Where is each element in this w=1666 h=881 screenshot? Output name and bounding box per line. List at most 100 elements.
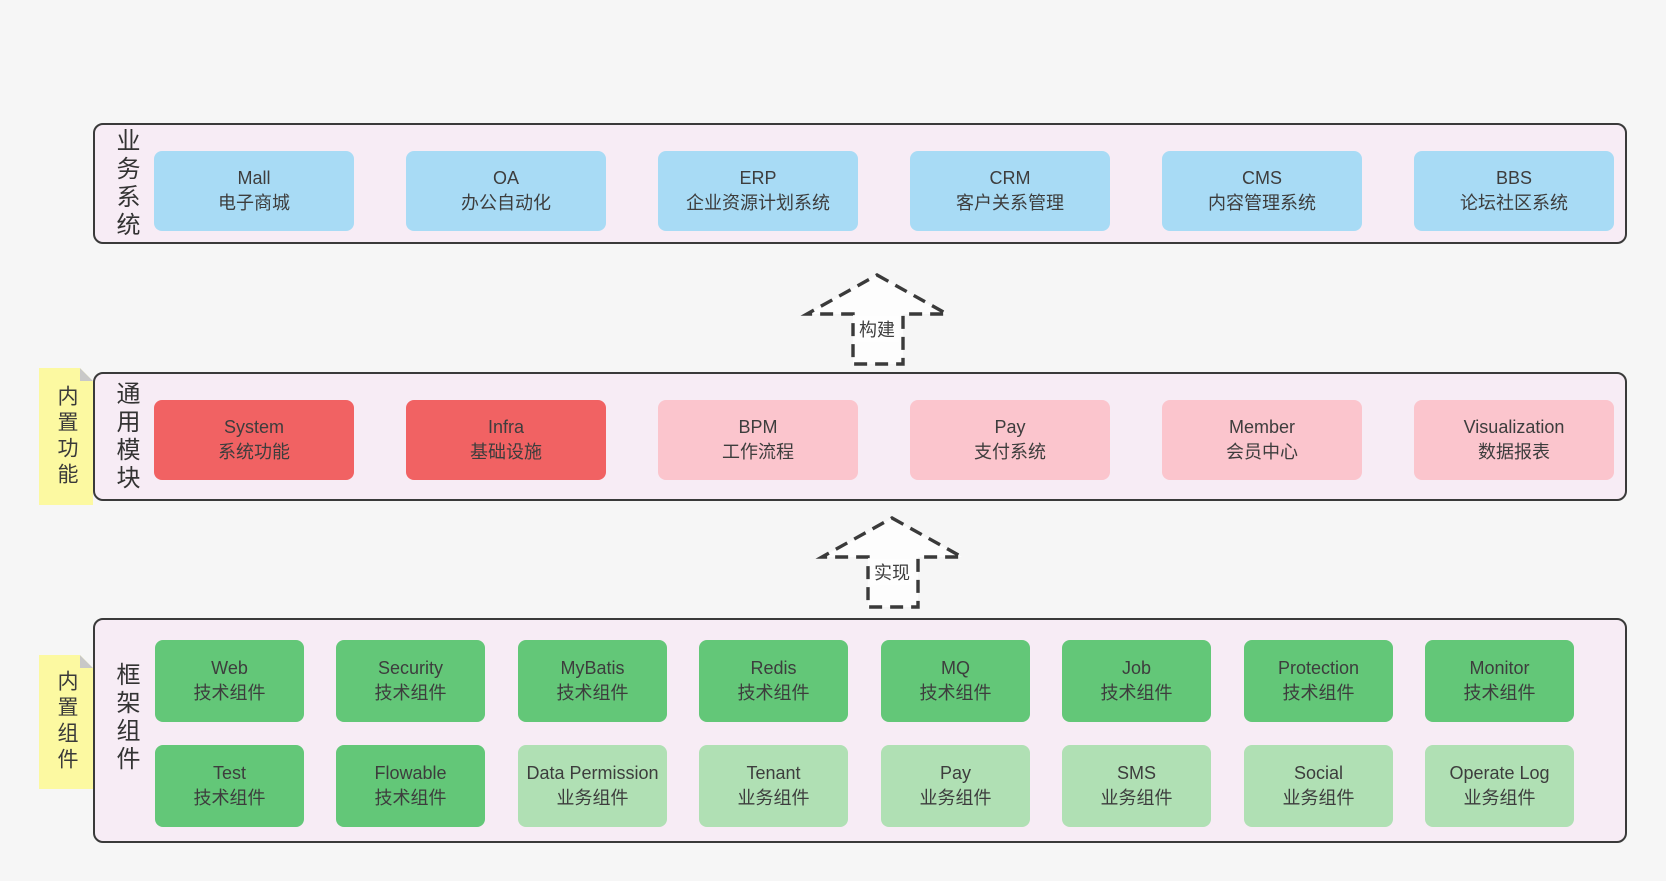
box-subtitle: 客户关系管理: [956, 193, 1064, 213]
box-title: Infra: [487, 417, 525, 437]
box-pay-component: Pay 业务组件: [881, 745, 1030, 827]
box-subtitle: 内容管理系统: [1208, 193, 1316, 213]
box-subtitle: 技术组件: [374, 788, 447, 808]
box-title: Redis: [750, 658, 797, 678]
box-title: MQ: [941, 658, 970, 678]
box-title: System: [223, 417, 284, 437]
box-data-permission: Data Permission 业务组件: [518, 745, 667, 827]
box-title: CRM: [989, 168, 1031, 188]
box-subtitle: 技术组件: [737, 683, 810, 703]
box-title: ERP: [739, 168, 777, 188]
band-common-modules: 通用模块 System 系统功能 Infra 基础设施 BPM 工作流程 Pay…: [93, 372, 1627, 501]
box-crm: CRM 客户关系管理: [910, 151, 1110, 231]
box-bbs: BBS 论坛社区系统: [1414, 151, 1614, 231]
box-erp: ERP 企业资源计划系统: [658, 151, 858, 231]
arrow-implement-label: 实现: [870, 559, 914, 585]
box-tenant: Tenant 业务组件: [699, 745, 848, 827]
box-subtitle: 业务组件: [737, 788, 810, 808]
box-operate-log: Operate Log 业务组件: [1425, 745, 1574, 827]
box-subtitle: 论坛社区系统: [1460, 193, 1568, 213]
folded-corner-icon: [80, 655, 93, 668]
box-subtitle: 系统功能: [218, 442, 290, 462]
box-cms: CMS 内容管理系统: [1162, 151, 1362, 231]
band-business-systems: 业务系统 Mall 电子商城 OA 办公自动化 ERP 企业资源计划系统 CRM…: [93, 123, 1627, 244]
box-title: CMS: [1242, 168, 1282, 188]
box-title: Security: [377, 658, 444, 678]
box-web: Web 技术组件: [155, 640, 304, 722]
box-title: Monitor: [1469, 658, 1530, 678]
box-test: Test 技术组件: [155, 745, 304, 827]
box-title: Social: [1293, 763, 1344, 783]
box-protection: Protection 技术组件: [1244, 640, 1393, 722]
arrow-build: 构建: [800, 272, 954, 367]
box-subtitle: 技术组件: [193, 788, 266, 808]
box-visualization: Visualization 数据报表: [1414, 400, 1614, 480]
box-security: Security 技术组件: [336, 640, 485, 722]
band-label-common-modules: 通用模块: [112, 380, 139, 493]
box-mall: Mall 电子商城: [154, 151, 354, 231]
box-title: Pay: [994, 417, 1026, 437]
box-subtitle: 业务组件: [556, 788, 629, 808]
box-subtitle: 业务组件: [1463, 788, 1536, 808]
box-subtitle: 工作流程: [722, 442, 794, 462]
box-title: Member: [1228, 417, 1295, 437]
arrow-build-label: 构建: [855, 316, 899, 342]
box-subtitle: 技术组件: [1282, 683, 1355, 703]
box-infra: Infra 基础设施: [406, 400, 606, 480]
box-subtitle: 技术组件: [193, 683, 266, 703]
box-social: Social 业务组件: [1244, 745, 1393, 827]
box-job: Job 技术组件: [1062, 640, 1211, 722]
box-mq: MQ 技术组件: [881, 640, 1030, 722]
band-label-business-systems: 业务系统: [112, 127, 139, 240]
box-subtitle: 办公自动化: [461, 193, 551, 213]
sticky-note-built-in-features: 内置功能: [39, 368, 93, 505]
box-pay-system: Pay 支付系统: [910, 400, 1110, 480]
box-subtitle: 基础设施: [470, 442, 542, 462]
box-subtitle: 数据报表: [1478, 442, 1550, 462]
box-subtitle: 技术组件: [1463, 683, 1536, 703]
box-subtitle: 技术组件: [1100, 683, 1173, 703]
box-title: Protection: [1277, 658, 1360, 678]
box-flowable: Flowable 技术组件: [336, 745, 485, 827]
band-label-framework-components: 框架组件: [112, 662, 139, 774]
box-oa: OA 办公自动化: [406, 151, 606, 231]
box-bpm: BPM 工作流程: [658, 400, 858, 480]
box-title: BBS: [1495, 168, 1533, 188]
box-title: OA: [492, 168, 519, 188]
box-title: Visualization: [1463, 417, 1565, 437]
box-subtitle: 会员中心: [1226, 442, 1298, 462]
box-title: Pay: [939, 763, 972, 783]
sticky-label: 内置功能: [55, 384, 78, 489]
box-subtitle: 技术组件: [556, 683, 629, 703]
box-system: System 系统功能: [154, 400, 354, 480]
box-title: Test: [212, 763, 246, 783]
box-title: Data Permission: [526, 763, 659, 783]
folded-corner-icon: [80, 368, 93, 381]
box-subtitle: 电子商城: [218, 193, 290, 213]
box-member: Member 会员中心: [1162, 400, 1362, 480]
box-title: Mall: [237, 168, 271, 188]
box-subtitle: 业务组件: [1100, 788, 1173, 808]
box-mybatis: MyBatis 技术组件: [518, 640, 667, 722]
box-subtitle: 业务组件: [919, 788, 992, 808]
box-title: Flowable: [374, 763, 447, 783]
box-subtitle: 技术组件: [374, 683, 447, 703]
box-sms: SMS 业务组件: [1062, 745, 1211, 827]
box-title: Job: [1121, 658, 1152, 678]
arrow-implement: 实现: [815, 515, 969, 610]
box-title: Tenant: [746, 763, 801, 783]
sticky-note-built-in-components: 内置组件: [39, 655, 93, 789]
box-subtitle: 企业资源计划系统: [686, 193, 830, 213]
box-subtitle: 业务组件: [1282, 788, 1355, 808]
box-title: Operate Log: [1449, 763, 1550, 783]
box-title: SMS: [1116, 763, 1156, 783]
sticky-label: 内置组件: [55, 670, 78, 774]
box-title: BPM: [738, 417, 778, 437]
box-title: MyBatis: [560, 658, 625, 678]
box-title: Web: [211, 658, 248, 678]
box-subtitle: 技术组件: [919, 683, 992, 703]
band-framework-components: 框架组件 Web 技术组件 Security 技术组件 MyBatis 技术组件…: [93, 618, 1627, 843]
box-subtitle: 支付系统: [974, 442, 1046, 462]
box-monitor: Monitor 技术组件: [1425, 640, 1574, 722]
